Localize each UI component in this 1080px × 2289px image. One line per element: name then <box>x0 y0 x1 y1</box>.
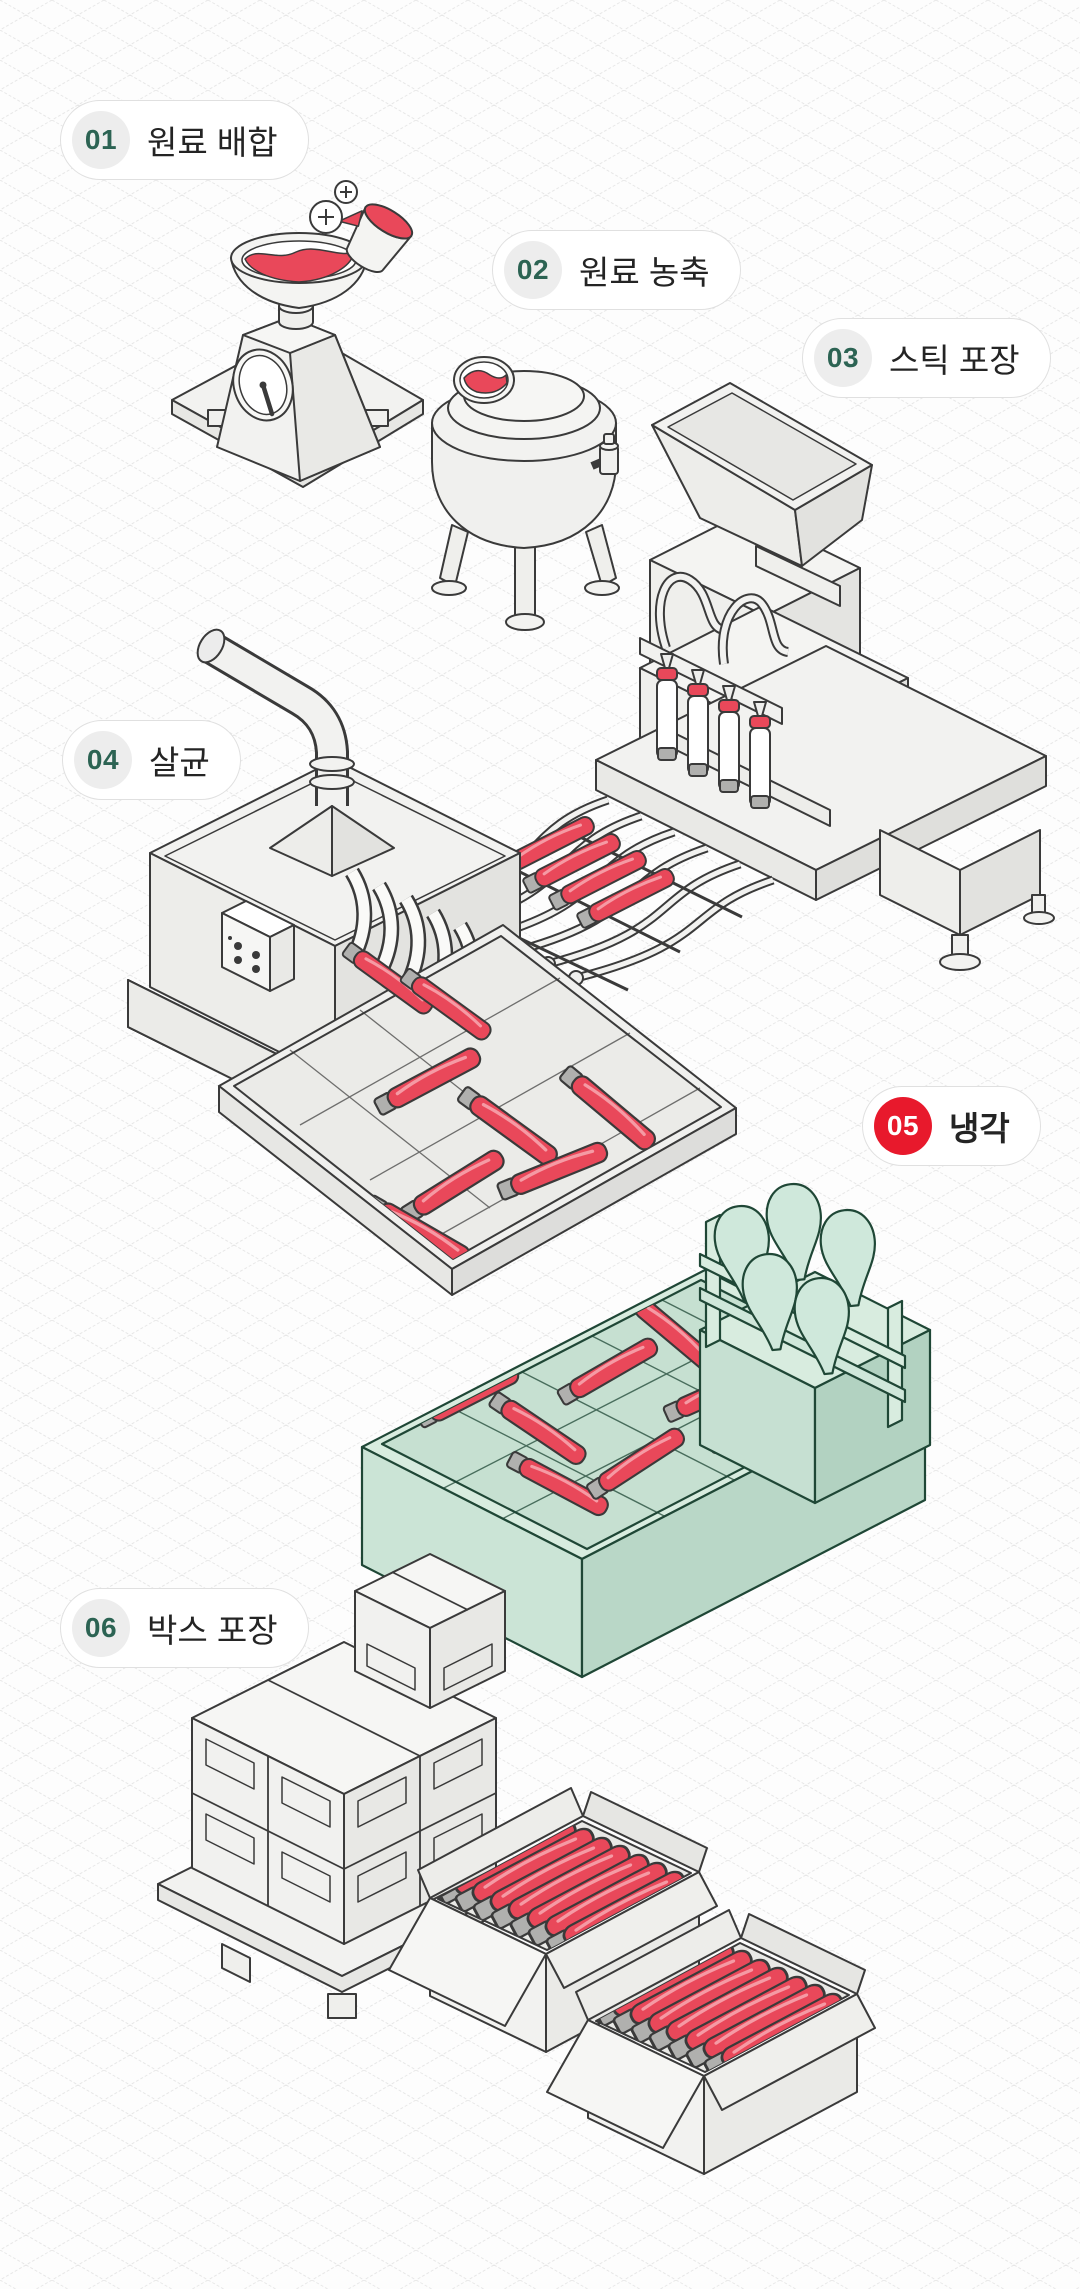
tank-opening <box>453 356 515 404</box>
step-number-badge: 01 <box>72 111 130 169</box>
plus-icon <box>334 180 358 204</box>
filling-tubes <box>656 653 771 809</box>
top-boxes <box>354 1553 506 1709</box>
step-label: 스틱 포장 <box>889 342 1020 379</box>
illustration-concentration-tank <box>431 356 620 631</box>
step-pill-6: 06 박스 포장 <box>60 1588 309 1668</box>
illustration-sterilization <box>127 628 737 1296</box>
step-pill-5: 05 냉각 <box>862 1086 1041 1166</box>
machine-platform <box>595 645 1047 901</box>
sterilization-bath <box>218 924 737 1296</box>
box-stack <box>191 1553 506 1945</box>
funnel-pipe <box>196 628 395 877</box>
step-label: 원료 배합 <box>147 124 278 161</box>
hopper <box>651 382 873 607</box>
step-pill-2: 02 원료 농축 <box>492 230 741 310</box>
scale-bowl <box>230 232 368 330</box>
tank-tap <box>590 433 619 475</box>
step-number-badge: 04 <box>74 731 132 789</box>
step-number-badge: 02 <box>504 241 562 299</box>
tube-rail <box>639 637 783 725</box>
machine-stand <box>879 829 1055 971</box>
step-pill-1: 01 원료 배합 <box>60 100 309 180</box>
step-label: 냉각 <box>949 1110 1010 1147</box>
red-liquid <box>463 369 508 394</box>
paddle-unit <box>698 1183 932 1505</box>
filling-pipes <box>654 571 790 665</box>
step-number-badge: 03 <box>814 329 872 387</box>
step-number-badge: 05 <box>874 1097 932 1155</box>
illustration-box-packing <box>157 1553 875 2174</box>
step-label: 살균 <box>149 744 210 781</box>
step-pill-3: 03 스틱 포장 <box>802 318 1051 398</box>
tank-legs <box>431 524 620 631</box>
pouring-cup <box>338 203 414 273</box>
step-label: 박스 포장 <box>147 1612 278 1649</box>
plus-icon <box>309 200 343 234</box>
control-panel <box>221 900 295 992</box>
illustration-cooling <box>360 1183 932 1679</box>
illustration-mixing-scale <box>171 180 424 488</box>
paddles <box>713 1183 876 1376</box>
tank-body <box>431 370 617 549</box>
step-number-badge: 06 <box>72 1599 130 1657</box>
scale-body <box>216 316 381 482</box>
step-label: 원료 농축 <box>579 254 710 291</box>
illustration-stick-packaging <box>428 382 1055 992</box>
step-pill-4: 04 살균 <box>62 720 241 800</box>
